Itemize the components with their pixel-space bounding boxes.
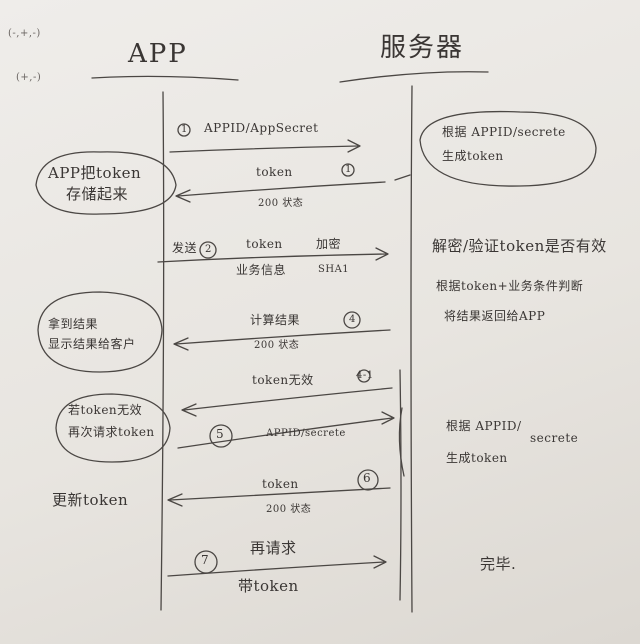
step-6-circle <box>357 469 379 491</box>
arrow-step1-request <box>169 139 361 153</box>
server-note-gen-token2-3: 生成token <box>446 451 508 465</box>
app-note-store-token-2: 存储起来 <box>66 185 129 203</box>
app-lifeline <box>160 91 165 611</box>
step-1-reply-number: 1 <box>345 164 352 175</box>
arrow-step7-request <box>167 555 387 577</box>
app-column-title: APP <box>128 39 188 69</box>
server-note-gen-token-2: 生成token <box>442 149 504 163</box>
step-2-send: 发送 <box>172 241 198 255</box>
step-2-circle <box>199 241 217 259</box>
server-lifeline-lower <box>399 369 402 601</box>
step-2-biz: 业务信息 <box>236 263 287 277</box>
corner-mark-second: (+,-) <box>16 72 42 83</box>
arrow-step1-reply <box>175 181 386 203</box>
step-41-circle <box>357 369 371 383</box>
app-note-invalid-2: 再次请求token <box>68 425 155 439</box>
bubble-app-invalid <box>55 393 171 463</box>
app-note-invalid-1: 若token无效 <box>68 403 143 417</box>
arrow-step4-reply <box>173 329 391 351</box>
step-4-label: 计算结果 <box>250 313 301 327</box>
server-note-verify-2: 根据token+业务条件判断 <box>436 279 584 293</box>
step-1-reply-status: 200 状态 <box>258 198 304 209</box>
app-note-result-2: 显示结果给客户 <box>48 337 136 351</box>
bubble-server-gen-token <box>419 110 597 187</box>
server-note-verify-1: 解密/验证token是否有效 <box>432 237 607 255</box>
step-5-label: APPID/secrete <box>266 428 346 439</box>
server-note-gen-token-1: 根据 APPID/secrete <box>442 125 566 139</box>
step-5-circle <box>209 424 233 448</box>
arrow-step5-request <box>177 411 395 449</box>
corner-mark-top: (-,+,-) <box>8 28 41 39</box>
bubble-app-store-token <box>35 151 177 215</box>
step-6-number: 6 <box>363 471 372 485</box>
step-7-number: 7 <box>201 553 210 567</box>
server-note-gen-token2-2: secrete <box>530 431 579 445</box>
server-note-verify-3: 将结果返回给APP <box>444 309 546 323</box>
step-2-encrypt: 加密 <box>316 237 342 251</box>
step-6-label: token <box>262 477 299 491</box>
step-41-label: token无效 <box>252 373 314 387</box>
app-note-result-1: 拿到结果 <box>48 317 99 331</box>
step-4-circle <box>343 311 361 329</box>
step-7-label-2: 带token <box>238 577 299 595</box>
step-1-circle <box>177 123 191 137</box>
step-1-number: 1 <box>181 124 188 135</box>
arrow-step2-request <box>157 247 389 263</box>
step-2-algo: SHA1 <box>318 264 350 275</box>
step-4-number: 4 <box>349 314 356 325</box>
step-6-status: 200 状态 <box>266 504 312 515</box>
server-title-underline <box>339 71 489 83</box>
server-note-gen-token2-1: 根据 APPID/ <box>446 419 522 433</box>
step-5-number: 5 <box>216 427 225 441</box>
app-note-refresh-token: 更新token <box>52 491 129 509</box>
server-lifeline <box>410 85 413 613</box>
arrow-server-note-pointer <box>394 174 411 181</box>
arrow-step41-reply <box>181 387 393 417</box>
step-1-label: APPID/AppSecret <box>204 121 319 135</box>
step-2-token: token <box>246 237 283 251</box>
step-7-label-1: 再请求 <box>250 539 297 557</box>
server-note-done: 完毕. <box>480 555 517 573</box>
app-title-underline <box>91 75 239 81</box>
server-column-title: 服务器 <box>380 33 465 63</box>
step-1b-circle <box>341 163 355 177</box>
step-4-status: 200 状态 <box>254 340 300 351</box>
app-note-store-token-1: APP把token <box>48 164 142 182</box>
bubble-app-result <box>37 291 163 373</box>
step-markers <box>177 123 379 574</box>
bracket-server-gen-2 <box>398 407 405 477</box>
step-2-number: 2 <box>205 244 212 255</box>
step-1-reply-label: token <box>256 165 293 179</box>
step-41-number: 4-1 <box>356 370 374 381</box>
step-7-circle <box>194 550 218 574</box>
